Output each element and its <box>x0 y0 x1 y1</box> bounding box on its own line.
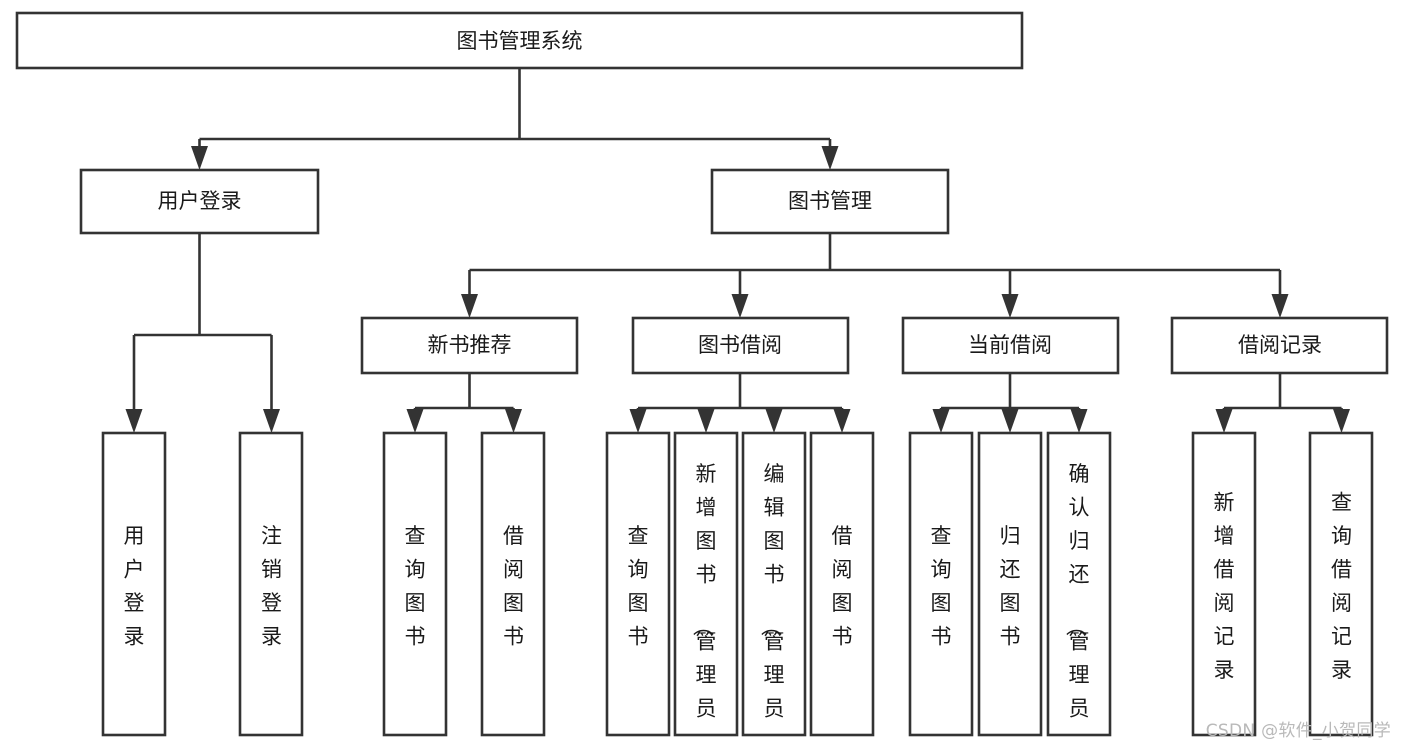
leaf-node[interactable]: 查询图书 <box>908 431 974 737</box>
leaf-borrowrecord-0-box[interactable] <box>1191 431 1257 737</box>
leaf-currentborrow-0-box[interactable] <box>908 431 974 737</box>
node-new-book-recommend[interactable]: 新书推荐 <box>360 316 579 375</box>
leaf-node[interactable]: 确认归还（管理员） <box>1046 431 1112 747</box>
arrow-head-leaf-user-login-1 <box>263 409 280 433</box>
leaf-bookborrow-1-box[interactable] <box>673 431 739 737</box>
arrow-head-newbook <box>461 294 478 318</box>
arrow-head-leaf-bookborrow-1 <box>697 409 715 433</box>
leaf-node[interactable]: 用户登录 <box>101 431 167 737</box>
leaf-newbook-1-label: 借阅图书 <box>503 524 524 649</box>
arrow-head-leaf-bookborrow-3 <box>833 409 851 433</box>
leaf-user-login-1-label: 注销登录 <box>261 524 282 649</box>
node-borrow-record-label: 借阅记录 <box>1238 333 1322 357</box>
leaf-bookborrow-3-label: 借阅图书 <box>832 524 853 649</box>
node-book-manage-label: 图书管理 <box>788 189 872 213</box>
leaf-borrowrecord-1-label: 查询借阅记录 <box>1331 491 1352 683</box>
leaf-node[interactable]: 借阅图书 <box>809 431 875 737</box>
node-root-box[interactable] <box>15 11 1024 70</box>
leaf-node[interactable]: 注销登录 <box>238 431 304 737</box>
node-user-login-label: 用户登录 <box>158 189 242 213</box>
arrow-head-borrowrecord <box>1271 294 1289 318</box>
leaf-node[interactable]: 归还图书 <box>977 431 1043 737</box>
arrow-head-bookborrow <box>731 294 749 318</box>
leaf-bookborrow-2-label: 编辑图书（管理员） <box>759 462 785 747</box>
leaf-bookborrow-2-box[interactable] <box>741 431 807 737</box>
leaf-node[interactable]: 查询图书 <box>382 431 448 737</box>
node-borrow-record-box[interactable] <box>1170 316 1389 375</box>
arrow-head-leaf-user-login-0 <box>125 409 143 433</box>
arrow-head-leaf-bookborrow-2 <box>765 409 783 433</box>
leaf-user-login-0-label: 用户登录 <box>124 524 145 649</box>
arrow-head-leaf-newbook-1 <box>505 409 522 433</box>
leaf-user-login-1-box[interactable] <box>238 431 304 737</box>
node-new-book-recommend-box[interactable] <box>360 316 579 375</box>
arrow-head-leaf-borrowrecord-0 <box>1215 409 1233 433</box>
arrow-head-leaf-currentborrow-0 <box>932 409 950 433</box>
node-borrow-record[interactable]: 借阅记录 <box>1170 316 1389 375</box>
connector-layer <box>125 68 1350 433</box>
leaf-node[interactable]: 新增图书（管理员） <box>673 431 739 747</box>
leaf-bookborrow-1-label: 新增图书（管理员） <box>691 462 717 747</box>
leaf-borrowrecord-1-box[interactable] <box>1308 431 1374 737</box>
leaf-bookborrow-3-box[interactable] <box>809 431 875 737</box>
leaf-bookborrow-0-label: 查询图书 <box>628 524 649 649</box>
leaf-bookborrow-0-box[interactable] <box>605 431 671 737</box>
leaf-user-login-0-box[interactable] <box>101 431 167 737</box>
leaf-node[interactable]: 新增借阅记录 <box>1191 431 1257 737</box>
node-user-login-box[interactable] <box>79 168 320 235</box>
leaf-node[interactable]: 借阅图书 <box>480 431 546 737</box>
arrow-head-leaf-borrowrecord-1 <box>1333 409 1350 433</box>
leaf-currentborrow-0-label: 查询图书 <box>931 524 952 649</box>
leaf-node[interactable]: 编辑图书（管理员） <box>741 431 807 747</box>
arrow-head-leaf-newbook-0 <box>406 409 424 433</box>
leaf-newbook-0-label: 查询图书 <box>405 524 426 649</box>
arrow-head-leaf-bookborrow-0 <box>629 409 647 433</box>
node-new-book-recommend-label: 新书推荐 <box>428 333 512 357</box>
leaf-borrowrecord-0-label: 新增借阅记录 <box>1214 491 1235 683</box>
arrow-head-user-login <box>191 146 208 170</box>
node-book-manage[interactable]: 图书管理 <box>710 168 950 235</box>
node-current-borrow-label: 当前借阅 <box>968 333 1052 357</box>
node-user-login[interactable]: 用户登录 <box>79 168 320 235</box>
node-book-manage-box[interactable] <box>710 168 950 235</box>
node-book-borrow[interactable]: 图书借阅 <box>631 316 850 375</box>
leaf-newbook-1-box[interactable] <box>480 431 546 737</box>
node-current-borrow[interactable]: 当前借阅 <box>901 316 1120 375</box>
leaf-currentborrow-2-box[interactable] <box>1046 431 1112 737</box>
leaf-currentborrow-1-box[interactable] <box>977 431 1043 737</box>
arrow-head-book-manage <box>821 146 839 170</box>
node-book-borrow-label: 图书借阅 <box>698 333 782 357</box>
arrow-head-leaf-currentborrow-2 <box>1070 409 1088 433</box>
leaf-node[interactable]: 查询借阅记录 <box>1308 431 1374 737</box>
leaf-currentborrow-2-label: 确认归还（管理员） <box>1064 462 1090 747</box>
node-root-label: 图书管理系统 <box>457 29 583 53</box>
node-current-borrow-box[interactable] <box>901 316 1120 375</box>
arrow-head-leaf-currentborrow-1 <box>1001 409 1019 433</box>
leaf-node[interactable]: 查询图书 <box>605 431 671 737</box>
node-book-borrow-box[interactable] <box>631 316 850 375</box>
arrow-head-currentborrow <box>1001 294 1019 318</box>
leaf-currentborrow-1-label: 归还图书 <box>1000 524 1021 649</box>
leaf-newbook-0-box[interactable] <box>382 431 448 737</box>
node-root[interactable]: 图书管理系统 <box>15 11 1024 70</box>
